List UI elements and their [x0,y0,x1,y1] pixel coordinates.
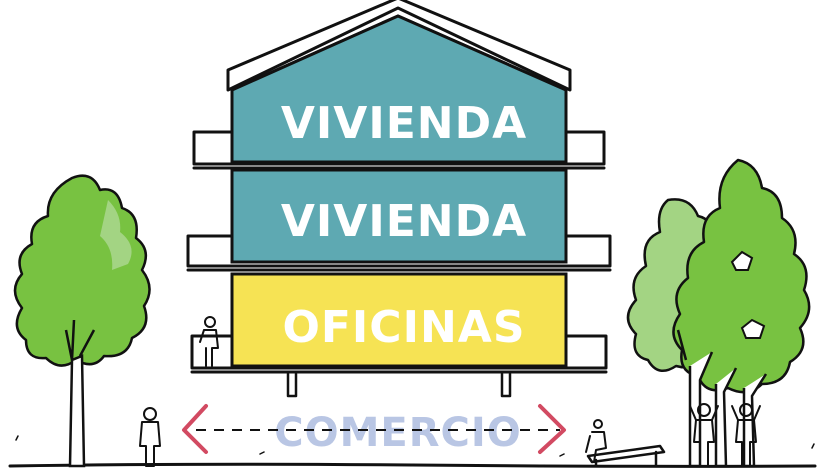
balcony-3 [190,334,608,374]
right-arrow-icon [538,404,566,454]
right-tree-hole-1 [730,250,754,271]
ground-marks [15,435,815,457]
balcony-1 [192,130,606,170]
bench-icon [586,444,666,468]
left-tree-trunk [64,319,96,468]
floor-vivienda-top [230,14,568,164]
balcony-2 [186,234,612,272]
left-tree-crown [13,174,151,367]
left-arrow-icon [182,404,208,454]
left-tree-icon [13,174,151,468]
pillars [286,372,512,398]
people-under-trees-icon [689,403,761,467]
ground-label-comercio: COMERCIO [274,410,522,456]
right-trees-icon [626,158,811,468]
right-tree-front [672,158,811,394]
roof-outline [226,0,572,92]
floor-oficinas [230,272,568,368]
floor-label-oficinas: OFICINAS [282,302,525,353]
floor-label-vivienda-top: VIVIENDA [281,98,527,149]
person-on-balcony-icon [199,316,219,367]
person-left-icon [139,407,161,467]
left-tree-shade [100,200,132,270]
right-tree-hole-2 [740,318,766,339]
floor-vivienda-second [230,168,568,264]
floor-label-vivienda-second: VIVIENDA [281,196,527,247]
